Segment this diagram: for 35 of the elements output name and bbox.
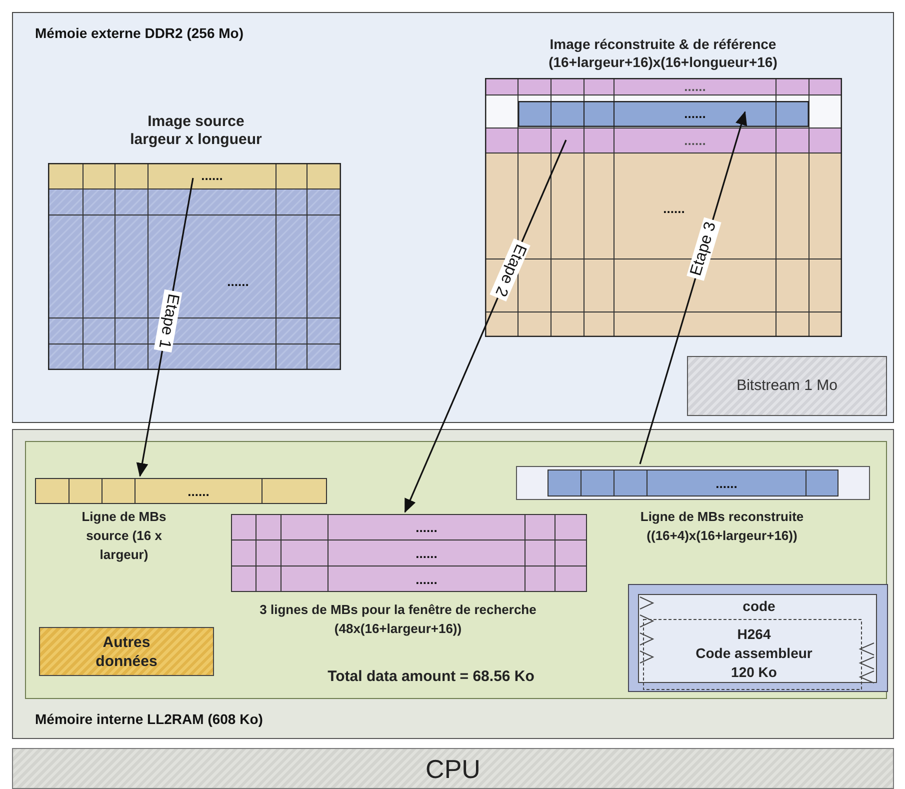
text-label: 120 Ko bbox=[730, 663, 778, 681]
ellipsis-text: ...... bbox=[200, 169, 224, 182]
memory-panel bbox=[12, 12, 894, 423]
ellipsis-text: ...... bbox=[683, 107, 707, 120]
text-label: Autres données bbox=[94, 632, 158, 670]
text-label: CPU bbox=[426, 754, 480, 784]
data-block bbox=[39, 627, 214, 676]
macroblock-rows bbox=[231, 514, 587, 592]
text-label: code bbox=[742, 598, 776, 615]
ellipsis-text: ...... bbox=[714, 477, 738, 490]
text-label: Code assembleur bbox=[694, 644, 814, 662]
ellipsis-text: ...... bbox=[683, 134, 707, 147]
caption-text: Ligne de MBs source (16 x largeur) bbox=[80, 508, 168, 564]
memory-panel bbox=[12, 429, 894, 739]
text-label: Image réconstruite & de référence (16+largeur+16)x(16+longueur+16) bbox=[548, 35, 778, 71]
text-label: Total data amount = 68.56 Ko bbox=[326, 667, 536, 687]
caption-text: 3 lignes de MBs pour la fenêtre de recherche (48x(16+largeur+16)) bbox=[258, 601, 538, 638]
ellipsis-text: ...... bbox=[414, 521, 438, 534]
ellipsis-text: ...... bbox=[414, 547, 438, 560]
caption-text: Ligne de MBs reconstruite ((16+4)x(16+largeur+16)) bbox=[639, 508, 805, 545]
ellipsis-text: ...... bbox=[683, 80, 707, 93]
cpu-block bbox=[12, 748, 894, 789]
ellipsis-text: ...... bbox=[186, 485, 210, 498]
macroblock-row bbox=[518, 101, 809, 127]
code-block bbox=[628, 584, 888, 692]
text-label: Mémoire interne LL2RAM (608 Ko) bbox=[35, 710, 263, 729]
text-label: Mémoie externe DDR2 (256 Mo) bbox=[35, 24, 244, 43]
ellipsis-text: ...... bbox=[662, 202, 686, 215]
storage-block bbox=[687, 356, 887, 416]
ellipsis-text: ...... bbox=[414, 573, 438, 586]
text-label: Bitstream 1 Mo bbox=[736, 376, 838, 396]
text-label: H264 bbox=[736, 625, 772, 643]
text-label: Image source largeur x longueur bbox=[129, 113, 263, 149]
ellipsis-text: ...... bbox=[226, 275, 250, 288]
memory-region bbox=[25, 441, 887, 699]
